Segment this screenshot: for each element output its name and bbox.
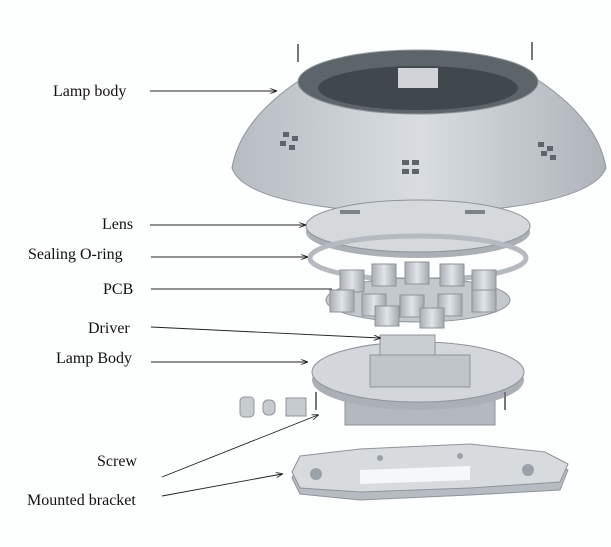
label-screw: Screw bbox=[97, 453, 137, 470]
leader-screw bbox=[161, 415, 318, 478]
pcb-part bbox=[325, 261, 511, 329]
cable-gland-part bbox=[239, 396, 307, 418]
leader-bracket bbox=[161, 474, 282, 497]
lower-lamp-body-part bbox=[311, 334, 525, 426]
lens-part bbox=[305, 199, 531, 258]
top-lamp-body-part bbox=[231, 49, 607, 215]
bracket-part bbox=[291, 443, 569, 501]
leader-lines bbox=[150, 91, 380, 497]
label-sealing-o-ring: Sealing O-ring bbox=[28, 246, 123, 263]
label-driver: Driver bbox=[88, 320, 130, 337]
label-mounted-bracket: Mounted bracket bbox=[27, 492, 136, 509]
label-pcb: PCB bbox=[103, 281, 134, 298]
leader-driver bbox=[150, 326, 380, 338]
label-lamp-body-bottom: Lamp Body bbox=[56, 350, 132, 367]
label-lens: Lens bbox=[102, 216, 134, 233]
label-lamp-body-top: Lamp body bbox=[53, 83, 127, 100]
top-screws bbox=[297, 42, 533, 62]
